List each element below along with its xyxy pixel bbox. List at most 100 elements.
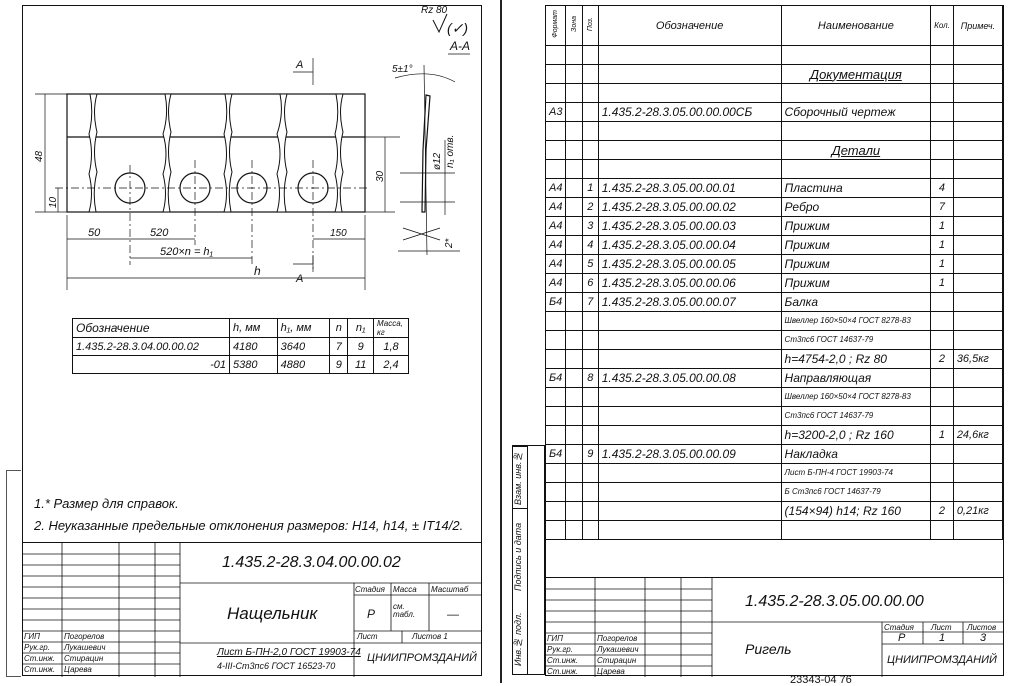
cell-designation xyxy=(597,83,782,103)
left-margin-stamp xyxy=(6,470,21,677)
dim-h: h xyxy=(254,264,261,278)
cell-qty xyxy=(930,64,954,84)
cell-pos: 1 xyxy=(581,178,599,198)
cell-qty xyxy=(930,463,954,483)
note-2: 2. Неуказанные предельные отклонения раз… xyxy=(34,518,464,533)
cell-note xyxy=(952,387,1004,407)
drawing-name: Ригель xyxy=(745,641,792,657)
spec-row: Швеллер 160×50×4 ГОСТ 8278-83 xyxy=(544,387,1004,407)
cell-note xyxy=(952,311,1004,331)
cell-pos: 2 xyxy=(581,197,599,217)
sheet-label: Лист xyxy=(931,623,952,632)
cell-name: Сборочный чертеж xyxy=(780,102,932,122)
cell-designation xyxy=(597,121,782,141)
cell-note: 36,5кг xyxy=(952,349,1004,369)
cell-format xyxy=(544,482,567,502)
cell-designation xyxy=(597,330,782,350)
cell-qty xyxy=(930,102,954,122)
cell-pos xyxy=(581,83,599,103)
dim-pitch: 520×n = h₁ xyxy=(160,246,214,258)
cell-pos: 8 xyxy=(581,368,599,388)
cell-name: Детали xyxy=(780,140,932,160)
cell-designation xyxy=(597,159,782,179)
cell-format: А4 xyxy=(544,273,567,293)
cell-pos: 7 xyxy=(581,292,599,312)
cell-pos xyxy=(581,387,599,407)
part-drawing: Rz 80 (✓) A-A A A 5±1° ø12 n₁ отв. 2* 48… xyxy=(34,5,470,290)
cell-name: Швеллер 160×50×4 ГОСТ 8278-83 xyxy=(780,387,932,407)
angle-dim: 5±1° xyxy=(392,64,413,75)
cell-qty: 4 xyxy=(930,178,954,198)
cell-format xyxy=(544,425,567,445)
mass-value: см. табл. xyxy=(393,602,416,619)
cell-name: Пластина xyxy=(780,178,932,198)
cell-format: Б4 xyxy=(544,368,567,388)
cell: 4880 xyxy=(276,355,331,374)
cell-zone xyxy=(565,102,583,122)
cell-pos xyxy=(581,482,599,502)
cell-zone xyxy=(565,482,583,502)
cell-format xyxy=(544,520,567,540)
cell-qty xyxy=(930,368,954,388)
header-note: Примеч. xyxy=(952,5,1004,46)
hole-dia: ø12 xyxy=(432,152,443,170)
specification-table: Формат Зона Поз. Обозначение Наименовани… xyxy=(544,5,1004,540)
cell-designation xyxy=(597,45,782,65)
cell-pos xyxy=(581,425,599,445)
sheet-label: Лист xyxy=(357,632,378,641)
cell: 4180 xyxy=(229,337,278,356)
cell-pos xyxy=(581,64,599,84)
stamp-original-inv: Инв.№ подл. xyxy=(513,612,523,666)
cell-qty xyxy=(930,159,954,179)
role: Ст.инж. xyxy=(547,667,579,676)
dim-50: 50 xyxy=(88,227,101,239)
cell-pos xyxy=(581,349,599,369)
spec-row: Швеллер 160×50×4 ГОСТ 8278-83 xyxy=(544,311,1004,331)
cell-note xyxy=(952,121,1004,141)
cell-pos xyxy=(581,159,599,179)
dim-bottom: 10 xyxy=(48,196,59,208)
cell-zone xyxy=(565,140,583,160)
cell-zone xyxy=(565,330,583,350)
spec-row xyxy=(544,121,1004,141)
role: Рук.гр. xyxy=(547,645,573,654)
plate-outline xyxy=(66,93,366,213)
cell-name xyxy=(780,121,932,141)
header-cell: h, мм xyxy=(229,318,278,338)
spec-row: Лист Б-ПН-4 ГОСТ 19903-74 xyxy=(544,463,1004,483)
cell-designation: 1.435.2-28.3.05.00.00.07 xyxy=(597,292,782,312)
cell-zone xyxy=(565,273,583,293)
cell-designation: 1.435.2-28.3.05.00.00.00СБ xyxy=(597,102,782,122)
cell-designation xyxy=(597,463,782,483)
cell-note xyxy=(952,64,1004,84)
cell-zone xyxy=(565,83,583,103)
variant-table: Обозначение h, мм h₁, мм n n₁ Масса, кг … xyxy=(72,318,409,374)
cell-format xyxy=(544,121,567,141)
cell-note xyxy=(952,273,1004,293)
roughness-bracket: (✓) xyxy=(447,20,468,36)
cell-designation xyxy=(597,501,782,521)
cell-name: Лист Б-ПН-4 ГОСТ 19903-74 xyxy=(780,463,932,483)
header-cell: Обозначение xyxy=(72,318,230,338)
cell-designation: 1.435.2-28.3.05.00.00.03 xyxy=(597,216,782,236)
material-line-2: 4-III-Ст3пс6 ГОСТ 16523-70 xyxy=(217,661,336,671)
scale-label: Масштаб xyxy=(431,585,469,594)
cell-name: Швеллер 160×50×4 ГОСТ 8278-83 xyxy=(780,311,932,331)
cell-pos: 5 xyxy=(581,254,599,274)
person: Лукашевич xyxy=(64,643,106,652)
cell-designation: 1.435.2-28.3.05.00.00.06 xyxy=(597,273,782,293)
cell-pos: 3 xyxy=(581,216,599,236)
cell-qty xyxy=(930,330,954,350)
cell-name: Прижим xyxy=(780,254,932,274)
role: Рук.гр. xyxy=(24,643,50,652)
cell-pos xyxy=(581,311,599,331)
cell-note xyxy=(952,140,1004,160)
spec-row: Б Ст3пс6 ГОСТ 14637-79 xyxy=(544,482,1004,502)
cell-designation xyxy=(597,349,782,369)
cell-qty: 1 xyxy=(930,425,954,445)
cell-note xyxy=(952,330,1004,350)
cell-name: Ст3пс6 ГОСТ 14637-79 xyxy=(780,406,932,426)
cell-note xyxy=(952,444,1004,464)
